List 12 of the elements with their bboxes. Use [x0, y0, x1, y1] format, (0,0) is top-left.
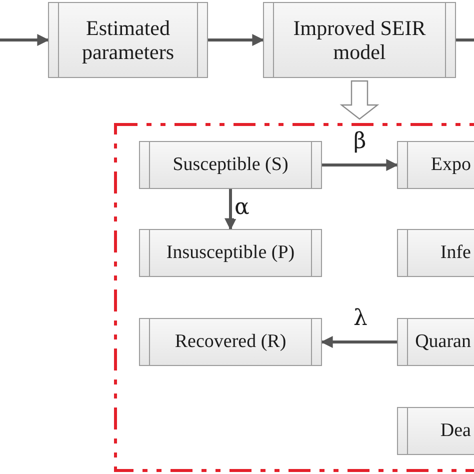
edge-label: β	[352, 131, 368, 153]
arrow	[320, 336, 397, 348]
arrow	[322, 159, 398, 171]
process-box: Insusceptible (P)	[139, 229, 322, 277]
process-box: Improved SEIR model	[263, 2, 456, 78]
arrow	[0, 34, 50, 46]
block-arrow	[340, 80, 380, 120]
arrow	[208, 34, 264, 46]
arrow	[224, 189, 236, 230]
process-box: Estimated parameters	[48, 2, 208, 78]
process-box: Susceptible (S)	[139, 141, 322, 189]
process-box: Recovered (R)	[139, 318, 322, 366]
